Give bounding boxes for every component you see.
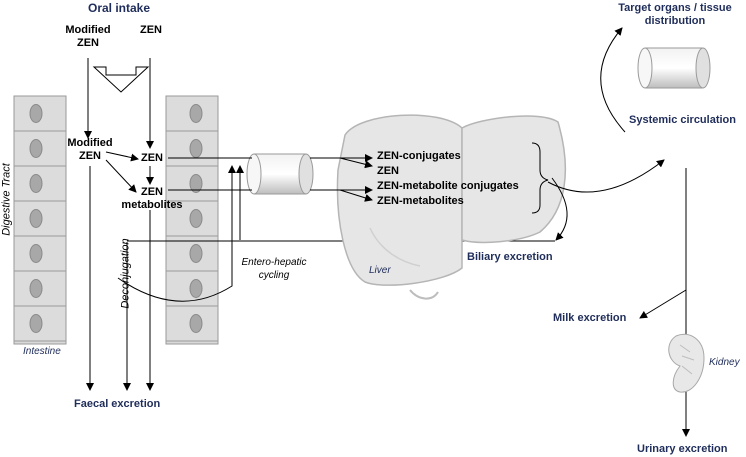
cell-nucleus xyxy=(29,244,43,263)
liver-products-bracket xyxy=(531,142,549,214)
liver-item-zen-metabolite-conjugates: ZEN-metabolite conjugates xyxy=(377,180,519,192)
cell-nucleus xyxy=(29,209,43,228)
epithelial-cell xyxy=(13,305,67,342)
liver-item-zen-metabolites: ZEN-metabolites xyxy=(377,195,464,207)
entero-hepatic-loop xyxy=(117,165,236,302)
intestine-zen-metabolites: ZEN metabolites xyxy=(121,186,183,211)
modzen-to-metabolites-arrow xyxy=(105,159,137,193)
entero-hepatic-label: Entero-hepatic cycling xyxy=(241,257,307,281)
cell-nucleus xyxy=(189,314,203,333)
cell-nucleus xyxy=(29,279,43,298)
intestine-right-wall xyxy=(165,95,219,345)
cell-nucleus xyxy=(29,104,43,123)
input-modified-zen: Modified ZEN xyxy=(65,24,111,49)
oral-intake-title: Oral intake xyxy=(88,1,151,15)
biliary-excretion-label: Biliary excretion xyxy=(467,251,553,263)
portal-vessel xyxy=(246,153,314,195)
cell-nucleus xyxy=(189,174,203,193)
branch-to-metabolites-arrow xyxy=(339,189,373,202)
intestine-label: Intestine xyxy=(23,346,61,357)
cell-nucleus xyxy=(29,139,43,158)
kidney-shape xyxy=(668,333,705,393)
systemic-circulation-label: Systemic circulation xyxy=(629,114,736,126)
branch-to-zen-arrow xyxy=(339,157,373,169)
intestine-left-wall xyxy=(13,95,67,345)
milk-arrow xyxy=(639,289,687,319)
liver-label: Liver xyxy=(369,265,391,276)
intake-funnel xyxy=(92,66,150,93)
cell-nucleus xyxy=(189,279,203,298)
to-systemic-arrow xyxy=(547,159,665,193)
to-target-organs-arrow xyxy=(600,27,626,133)
cell-nucleus xyxy=(189,139,203,158)
intestine-modified-zen: Modified ZEN xyxy=(67,137,113,162)
faecal-excretion-label: Faecal excretion xyxy=(74,398,161,410)
intestine-zen: ZEN xyxy=(141,152,163,164)
deconjugation-label: Deconjugation xyxy=(119,238,132,309)
biliary-excretion-arrow xyxy=(551,177,568,241)
digestive-tract-label: Digestive Tract xyxy=(0,163,13,236)
input-zen: ZEN xyxy=(140,24,162,36)
modzen-to-zen-arrow xyxy=(105,151,139,162)
liver-item-zen-conjugates: ZEN-conjugates xyxy=(377,150,461,162)
cell-nucleus xyxy=(29,174,43,193)
systemic-vessel xyxy=(637,47,711,89)
cell-nucleus xyxy=(189,104,203,123)
kidney-label: Kidney xyxy=(709,357,740,368)
urinary-excretion-label: Urinary excretion xyxy=(637,443,728,455)
cell-nucleus xyxy=(189,209,203,228)
milk-excretion-label: Milk excretion xyxy=(553,312,627,324)
target-organs-label: Target organs / tissue distribution xyxy=(618,2,732,27)
cell-nucleus xyxy=(29,314,43,333)
liver-item-zen: ZEN xyxy=(377,165,399,177)
cell-nucleus xyxy=(189,244,203,263)
